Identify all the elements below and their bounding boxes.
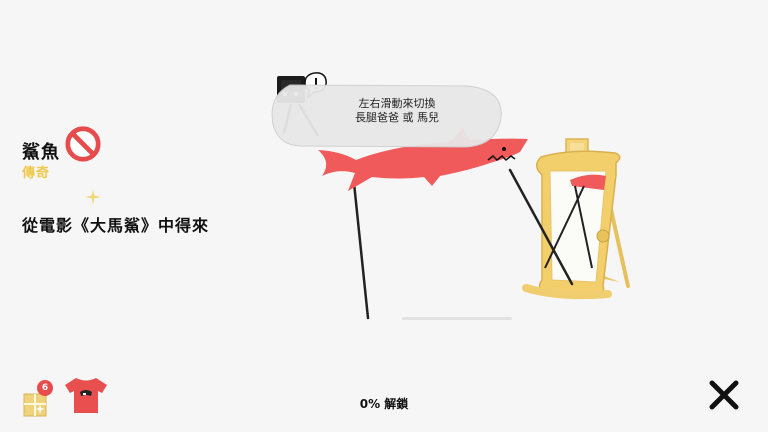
item-source: 從電影《大馬鯊》中得來 [22, 216, 210, 235]
ground-shadow [402, 317, 512, 320]
gift-icon[interactable] [22, 384, 68, 418]
tshirt-icon[interactable] [64, 372, 108, 416]
no-entry-icon [65, 126, 101, 162]
item-title: 鯊魚 [22, 142, 60, 163]
shark-legs [352, 168, 574, 320]
golden-mirror [522, 138, 630, 300]
gift-count-badge: 6 [37, 380, 53, 396]
hint-bubble [271, 84, 502, 148]
hint-text: 左右滑動來切換 長腿爸爸 或 馬兒 [352, 97, 442, 125]
item-title-row: 鯊魚 [22, 126, 102, 164]
hint-line-2: 長腿爸爸 或 馬兒 [355, 111, 439, 124]
item-rarity: 傳奇 [22, 166, 51, 181]
mirror-reflection [544, 174, 606, 269]
close-icon[interactable] [706, 377, 742, 413]
sparkle-icon [84, 188, 102, 206]
hint-line-1: 左右滑動來切換 [358, 97, 436, 110]
item-info-panel: 鯊魚 傳奇 [22, 126, 102, 181]
unlock-progress: 0% 解鎖 [359, 397, 409, 411]
